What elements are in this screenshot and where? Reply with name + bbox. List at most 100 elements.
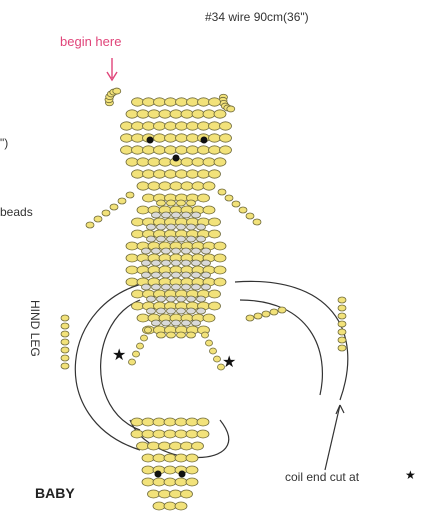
leg-bead bbox=[206, 340, 213, 346]
bead bbox=[186, 430, 198, 438]
bead bbox=[147, 224, 156, 230]
bead bbox=[192, 182, 204, 190]
bead bbox=[153, 430, 165, 438]
bead bbox=[202, 248, 211, 254]
bead bbox=[157, 224, 166, 230]
bead bbox=[131, 430, 143, 438]
eye-bead bbox=[147, 137, 154, 144]
leg-bead bbox=[202, 332, 209, 338]
bead bbox=[187, 332, 196, 338]
begin-arrow-icon bbox=[107, 58, 117, 80]
bead bbox=[203, 158, 215, 166]
bead bbox=[154, 134, 166, 142]
hind-leg-label: HIND LEG bbox=[28, 300, 42, 357]
bead bbox=[209, 98, 221, 106]
leg-bead bbox=[133, 351, 140, 357]
bead bbox=[126, 110, 138, 118]
bead bbox=[126, 278, 138, 286]
bead bbox=[147, 308, 156, 314]
bead bbox=[202, 260, 211, 266]
bead bbox=[143, 194, 155, 202]
arm-bead bbox=[110, 204, 118, 210]
coil-label: coil end cut at bbox=[285, 470, 359, 484]
bead bbox=[187, 134, 199, 142]
bead bbox=[142, 466, 154, 474]
bead bbox=[192, 110, 204, 118]
bead bbox=[143, 98, 155, 106]
bead bbox=[209, 230, 221, 238]
bead bbox=[159, 490, 171, 498]
ear-bead bbox=[113, 88, 121, 94]
bead bbox=[181, 442, 193, 450]
bead bbox=[142, 248, 151, 254]
arm-bead bbox=[86, 222, 94, 228]
bead bbox=[164, 430, 176, 438]
arm-bead bbox=[232, 201, 240, 207]
bead bbox=[142, 272, 151, 278]
coil-arrow-line bbox=[325, 405, 340, 470]
bead bbox=[165, 122, 177, 130]
bead bbox=[187, 122, 199, 130]
bead bbox=[147, 236, 156, 242]
bead bbox=[165, 146, 177, 154]
bead bbox=[220, 122, 232, 130]
bead bbox=[182, 260, 191, 266]
bead bbox=[181, 490, 193, 498]
bead bbox=[198, 122, 210, 130]
bead bbox=[126, 242, 138, 250]
bead bbox=[209, 146, 221, 154]
bead bbox=[176, 134, 188, 142]
bead bbox=[167, 296, 176, 302]
bead bbox=[147, 296, 156, 302]
bead bbox=[167, 308, 176, 314]
bead bbox=[182, 212, 191, 218]
bead bbox=[197, 430, 209, 438]
bead bbox=[121, 134, 133, 142]
bead bbox=[137, 110, 149, 118]
leg-bead bbox=[61, 339, 69, 345]
bead bbox=[175, 478, 187, 486]
bead bbox=[162, 248, 171, 254]
leg-bead bbox=[210, 348, 217, 354]
bead bbox=[152, 320, 161, 326]
bead bbox=[214, 254, 226, 262]
wire-label: #34 wire 90cm(36") bbox=[205, 10, 309, 24]
bead bbox=[148, 442, 160, 450]
baby-label: BABY bbox=[35, 485, 75, 501]
bead bbox=[162, 260, 171, 266]
bead bbox=[143, 146, 155, 154]
bead bbox=[202, 272, 211, 278]
leg-bead bbox=[141, 335, 148, 341]
bead bbox=[176, 146, 188, 154]
hind-leg-loop-right bbox=[235, 281, 348, 400]
leg-bead bbox=[145, 327, 152, 333]
leg-bead bbox=[61, 347, 69, 353]
bead bbox=[172, 320, 181, 326]
bead bbox=[209, 170, 221, 178]
bead bbox=[165, 134, 177, 142]
bead bbox=[153, 454, 165, 462]
bead bbox=[197, 308, 206, 314]
bead bbox=[132, 134, 144, 142]
bead bbox=[197, 224, 206, 230]
ear-bead bbox=[227, 106, 235, 112]
bead bbox=[209, 302, 221, 310]
arm-bead bbox=[94, 216, 102, 222]
leg-bead bbox=[338, 297, 346, 303]
bead bbox=[181, 158, 193, 166]
bead bbox=[132, 122, 144, 130]
bead bbox=[220, 146, 232, 154]
bead bbox=[162, 212, 171, 218]
bead bbox=[126, 266, 138, 274]
bead bbox=[137, 442, 149, 450]
bead bbox=[209, 122, 221, 130]
bead bbox=[142, 284, 151, 290]
bead bbox=[209, 218, 221, 226]
bead bbox=[187, 170, 199, 178]
bead bbox=[170, 110, 182, 118]
leg-bead bbox=[214, 356, 221, 362]
bead bbox=[162, 284, 171, 290]
bead bbox=[121, 122, 133, 130]
leg-bead bbox=[338, 313, 346, 319]
